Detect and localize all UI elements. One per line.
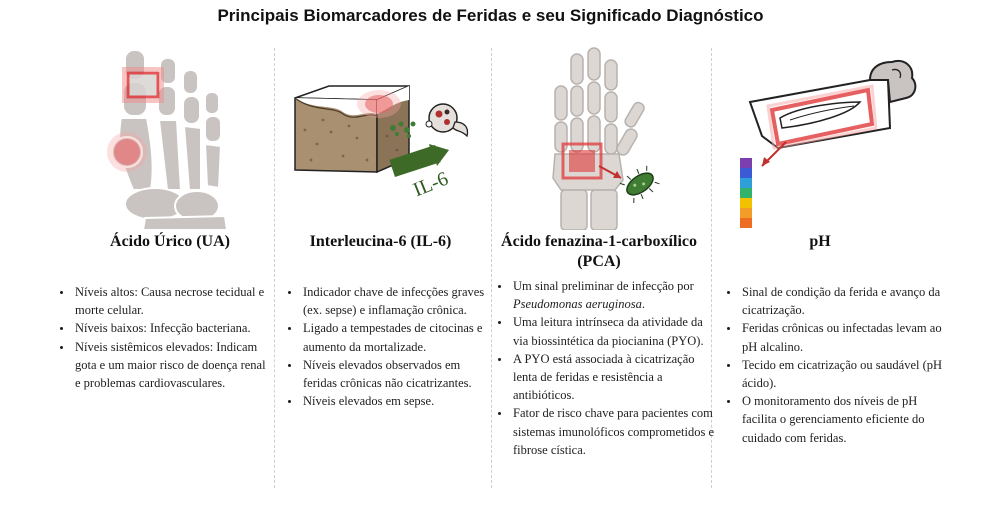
bullet-list: Níveis altos: Causa necrose tecidual e m… bbox=[55, 283, 273, 392]
bullet-list: Um sinal preliminar de infecção por Pseu… bbox=[493, 277, 719, 459]
list-item: Níveis baixos: Infecção bacteriana. bbox=[73, 319, 273, 337]
species-name: Pseudomonas aeruginosa bbox=[513, 297, 642, 312]
column-heading: pH bbox=[809, 233, 831, 250]
list-item: Níveis elevados em sepse. bbox=[301, 392, 491, 410]
list-item: Níveis altos: Causa necrose tecidual e m… bbox=[73, 283, 273, 319]
list-item: Tecido em cicatrização ou saudável (pH á… bbox=[740, 356, 945, 392]
column-heading: Interleucina-6 (IL-6) bbox=[309, 233, 452, 250]
bullet-list: Sinal de condição da ferida e avanço da … bbox=[722, 283, 945, 447]
list-item: Um sinal preliminar de infecção por Pseu… bbox=[511, 277, 719, 313]
column-heading: Ácido Úrico (UA) bbox=[110, 233, 230, 250]
heading-line: (PCA) bbox=[577, 253, 621, 270]
list-item: Fator de risco chave para pacientes com … bbox=[511, 404, 719, 459]
list-item: Níveis sistêmicos elevados: Indicam gota… bbox=[73, 338, 273, 393]
list-item: Níveis elevados observados em feridas cr… bbox=[301, 356, 491, 392]
ph-scale bbox=[740, 158, 752, 228]
skin-tissue-illustration: IL-6 bbox=[294, 84, 469, 202]
list-item: Sinal de condição da ferida e avanço da … bbox=[740, 283, 945, 319]
list-item: Indicador chave de infecções graves (ex.… bbox=[301, 283, 491, 319]
page-title: Principais Biomarcadores de Feridas e se… bbox=[217, 6, 764, 25]
list-item: Ligado a tempestades de citocinas e aume… bbox=[301, 319, 491, 355]
il6-label: IL-6 bbox=[410, 168, 451, 202]
list-item: Feridas crônicas ou infectadas levam ao … bbox=[740, 319, 945, 355]
column-divider bbox=[491, 48, 492, 488]
foot-bones-illustration bbox=[107, 49, 229, 230]
bullet-list: Indicador chave de infecções graves (ex.… bbox=[283, 283, 491, 410]
column-heading: Ácido fenazina-1-carboxílico (PCA) bbox=[495, 232, 703, 272]
list-item: Uma leitura intrínseca da atividade da v… bbox=[511, 313, 719, 349]
list-item: A PYO está associada à cicatrização lent… bbox=[511, 350, 719, 405]
heading-line: Ácido fenazina-1-carboxílico bbox=[501, 233, 697, 250]
column-divider bbox=[274, 48, 275, 488]
column-divider bbox=[711, 48, 712, 488]
hand-bones-illustration bbox=[552, 47, 660, 230]
arm-wound-illustration bbox=[740, 60, 917, 228]
list-item: O monitoramento dos níveis de pH facilit… bbox=[740, 392, 945, 447]
